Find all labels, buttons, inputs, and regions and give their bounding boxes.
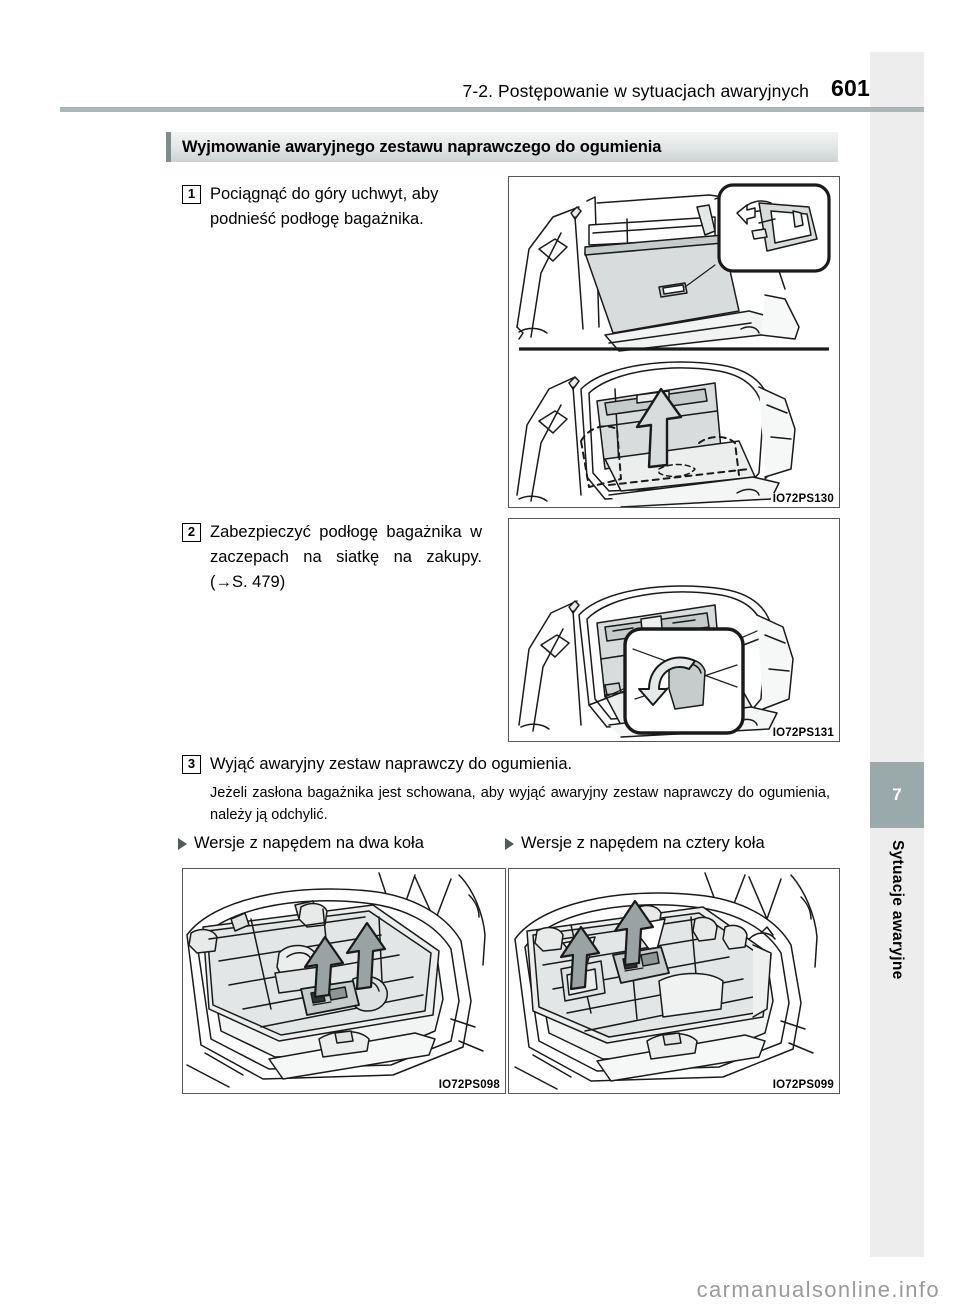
figure-io72ps099-caption: IO72PS099 (770, 1079, 836, 1091)
triangle-bullet-icon (505, 837, 514, 850)
step-3-text: Wyjąć awaryjny zestaw naprawczy do ogumi… (210, 755, 573, 773)
chapter-tab-label: Sytuacje awaryjne (870, 828, 924, 1058)
step-2: 2 Zabezpieczyć podłogę bagażnika w zacze… (182, 520, 482, 595)
right-margin-strip (870, 52, 924, 1257)
figure-io72ps099: IO72PS099 (508, 868, 840, 1094)
step-2-text: Zabezpieczyć podłogę bagażnika w zaczepa… (210, 523, 482, 591)
page-number: 601 (831, 75, 870, 101)
header-divider (60, 107, 924, 112)
step-1-text: Pociągnąć do góry uchwyt, aby podnieść p… (210, 185, 439, 228)
subheading-two-wheel-drive: Wersje z napędem na dwa koła (178, 834, 505, 853)
section-title-bar: Wyjmowanie awaryjnego zestawu naprawczeg… (166, 132, 838, 162)
step-1: 1 Pociągnąć do góry uchwyt, aby podnieść… (182, 182, 482, 232)
page-header: 7-2. Postępowanie w sytuacjach awaryjnyc… (60, 66, 870, 100)
step-1-number: 1 (182, 185, 201, 204)
triangle-bullet-icon (178, 837, 187, 850)
page-title: 7-2. Postępowanie w sytuacjach awaryjnyc… (462, 80, 810, 101)
chapter-tab-number: 7 (870, 762, 924, 828)
step-3: 3 Wyjąć awaryjny zestaw naprawczy do ogu… (182, 752, 822, 777)
step-3-number: 3 (182, 755, 201, 774)
subheading-four-wheel-drive: Wersje z napędem na cztery koła (505, 834, 765, 853)
figure-io72ps131-caption: IO72PS131 (770, 727, 836, 739)
figure-io72ps098: IO72PS098 (182, 868, 506, 1094)
section-title: Wyjmowanie awaryjnego zestawu naprawczeg… (182, 137, 662, 156)
watermark: carmanualsonline.info (696, 1277, 940, 1302)
figure-io72ps130-caption: IO72PS130 (770, 493, 836, 505)
subheading-four-wheel-drive-label: Wersje z napędem na cztery koła (521, 834, 765, 852)
chapter-tab-label-text: Sytuacje awaryjne (889, 840, 906, 980)
figure-io72ps130-illustration (516, 183, 831, 507)
figure-io72ps098-illustration (186, 872, 486, 1088)
figure-io72ps131: IO72PS131 (508, 518, 840, 742)
figure-io72ps098-caption: IO72PS098 (436, 1079, 502, 1091)
figure-io72ps099-illustration (514, 872, 818, 1090)
figure-io72ps131-illustration (518, 585, 794, 738)
step-3-note: Jeżeli zasłona bagażnika jest schowana, … (210, 785, 830, 823)
step-2-number: 2 (182, 523, 201, 542)
figure-io72ps130: IO72PS130 (508, 176, 840, 508)
drivetrain-subheadings: Wersje z napędem na dwa koła Wersje z na… (178, 834, 838, 853)
subheading-two-wheel-drive-label: Wersje z napędem na dwa koła (194, 834, 424, 852)
